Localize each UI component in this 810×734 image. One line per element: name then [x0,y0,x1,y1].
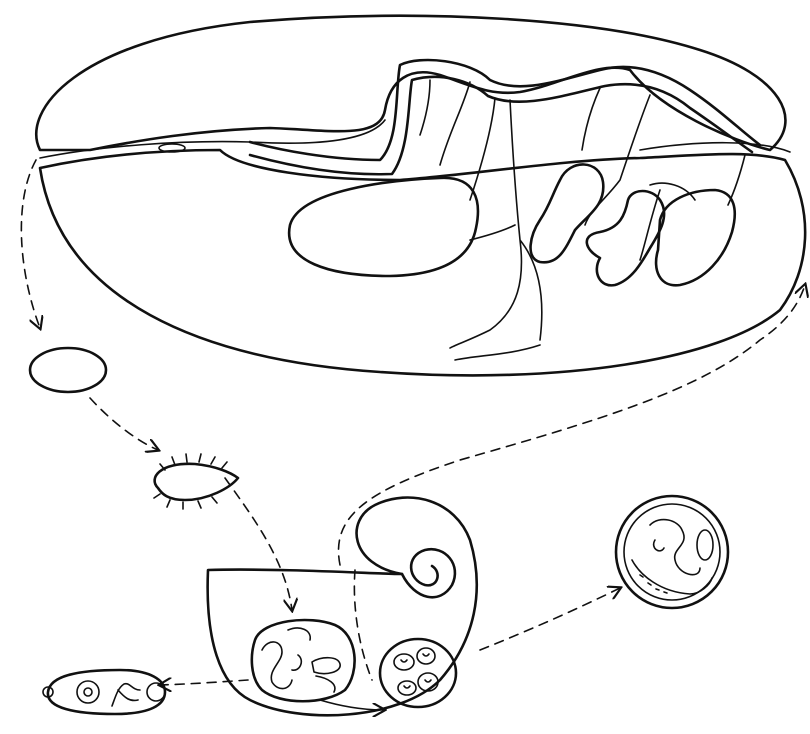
sporocyst-icon [252,620,355,701]
host-animal-body [36,16,805,376]
host-organ-dotted [531,164,604,262]
host-organ-crosshatch [656,190,735,285]
path-miracidium-to-snail [225,478,292,610]
metacercaria-cyst-icon [616,496,728,608]
path-sporocyst-to-cercaria [160,680,248,685]
egg-icon [30,348,106,392]
path-snail-inner [354,570,372,680]
arrow-redia-to-cercaria [320,700,384,710]
path-snail-to-host [339,285,806,565]
host-vessel-1 [420,80,470,165]
host-lower-lobe [40,150,805,375]
path-snail-to-cyst [480,588,620,650]
path-egg-to-miracidium [90,398,158,450]
host-organ-lace [289,178,478,276]
host-vessel-4 [470,155,745,260]
path-host-to-egg [21,160,40,328]
miracidium-icon [154,454,238,509]
snail-shell-spiral [402,549,455,597]
cercaria-icon [43,670,165,714]
host-vessel-2 [450,98,542,360]
host-vessel-3 [582,88,650,225]
